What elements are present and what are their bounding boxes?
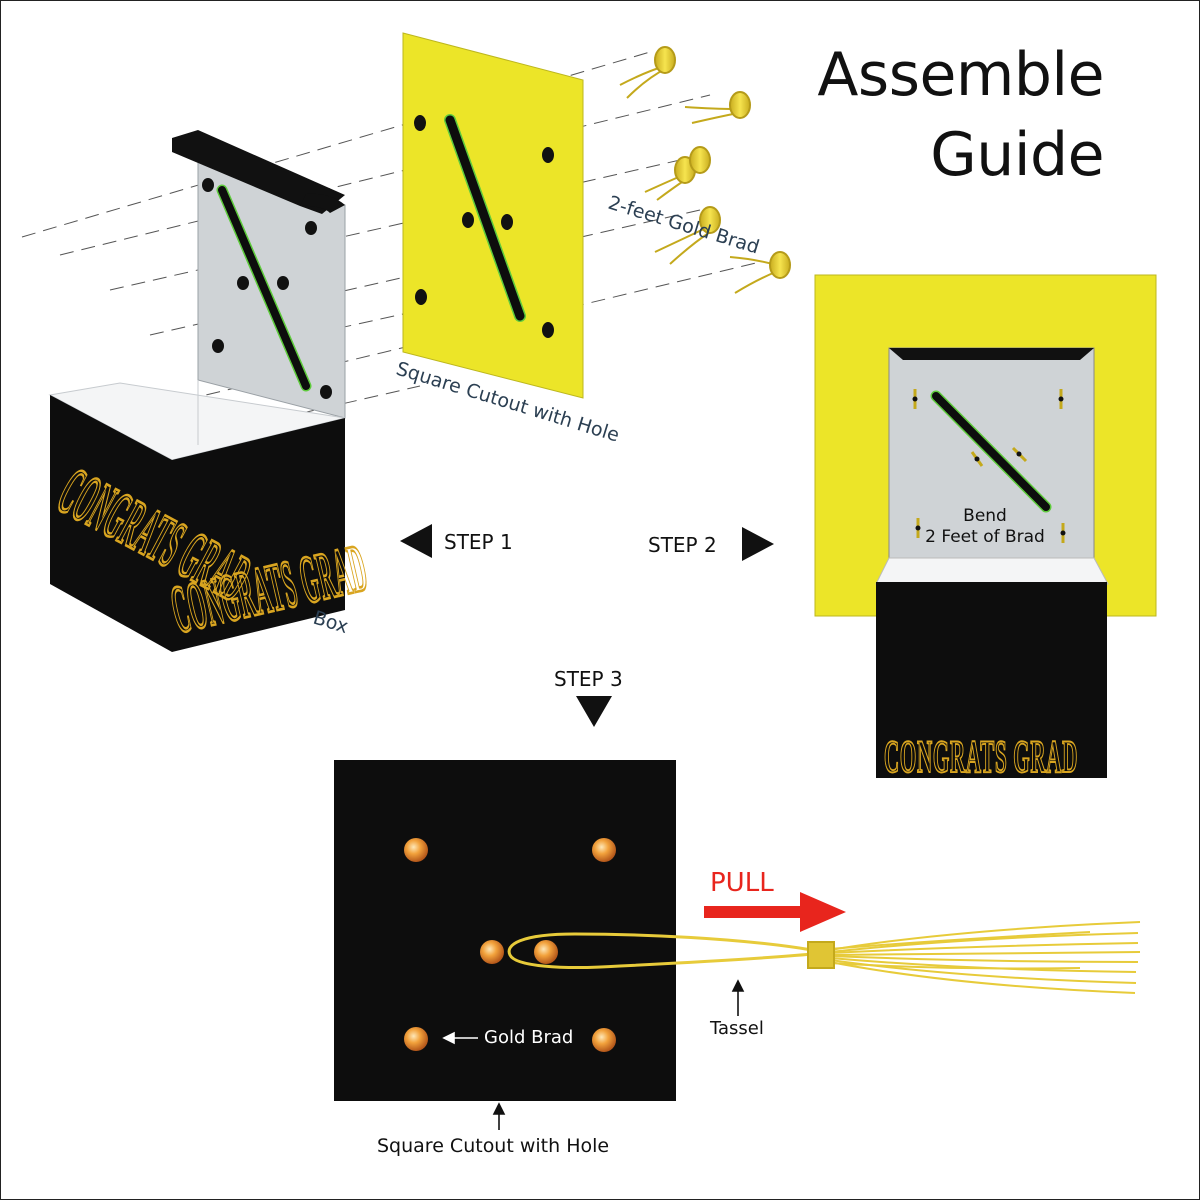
pull-label: PULL [710,868,774,898]
gold-brad-dot [592,1028,616,1052]
gold-brad-dot [592,838,616,862]
yellow-square-cutout [402,32,584,399]
svg-text:CONGRATS GRAD: CONGRATS GRAD [884,731,1078,782]
gold-brad [654,206,721,265]
tassel-label: Tassel [710,1018,764,1039]
tassel-loop [507,932,813,970]
step2-congrats-text: CONGRATS GRAD [883,730,1078,783]
black-square-step3 [334,760,813,1101]
open-box-step1 [48,130,346,652]
step2-arrow-right [742,527,774,561]
box-lid-flap [172,130,345,214]
title-line1: Assemble [817,40,1104,110]
gold-brads-group [619,46,791,294]
title-line2: Guide [930,120,1104,190]
pointer-arrows [442,1031,478,1045]
step2-label: STEP 2 [648,533,717,557]
panel-holes [202,178,332,399]
step1-arrow-left [400,524,432,558]
gold-brad-label: Gold Brad [484,1027,574,1048]
bend-line1: Bend [963,506,1007,526]
gold-brad-dot [404,838,428,862]
gold-brad [644,156,696,201]
box-left-face [50,395,172,652]
step3-arrow-down [576,696,612,727]
gold-brad [684,91,751,124]
gold-brad-dot [480,940,504,964]
assembled-box-step2 [814,274,1157,778]
gold-brad-dot [534,940,558,964]
step3-cutout-label: Square Cutout with Hole [377,1135,610,1157]
gold-brad-dot [404,1027,428,1051]
bend-label: Bend 2 Feet of Brad [900,506,1070,548]
step1-label: STEP 1 [444,530,513,554]
pull-arrow [704,892,846,932]
bend-line2: 2 Feet of Brad [925,527,1045,547]
gold-brad [729,251,791,294]
gold-brad [619,46,676,99]
box-right-face [172,418,345,652]
step3-label: STEP 3 [554,667,623,691]
tassel [807,921,1141,994]
gold-brad [689,146,711,174]
